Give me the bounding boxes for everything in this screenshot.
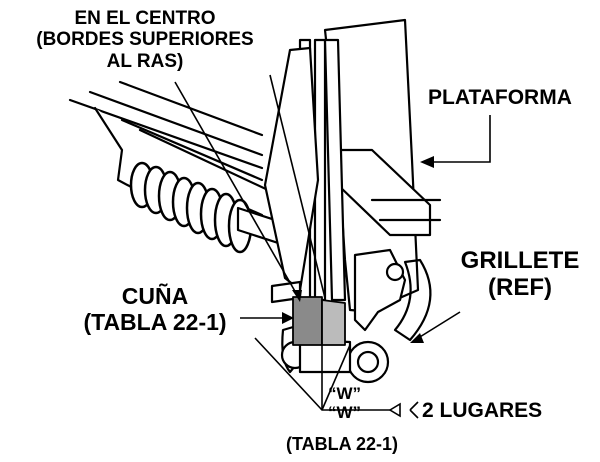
center-leader-line bbox=[174, 81, 301, 301]
platform-edge bbox=[370, 198, 442, 222]
shackle-label-line1: GRILLETE bbox=[460, 247, 580, 274]
shackle-label-line2: (REF) bbox=[488, 273, 552, 301]
center-note-line2: (BORDES SUPERIORES bbox=[36, 29, 254, 51]
w-label-upper: “W” bbox=[328, 384, 362, 403]
platform-arrowhead bbox=[420, 156, 434, 168]
center-arrowhead bbox=[292, 290, 302, 302]
shackle-leader-line bbox=[414, 311, 461, 341]
wedge-label: CUÑA (TABLA 22-1) bbox=[70, 283, 240, 336]
center-note-line3: AL RAS) bbox=[106, 50, 184, 72]
wedge bbox=[292, 296, 323, 346]
shackle-label: GRILLETE (REF) bbox=[450, 247, 590, 302]
places-label: 2 LUGARES bbox=[422, 399, 543, 422]
wedge-label-line1: CUÑA bbox=[121, 283, 189, 309]
shackle-arrowhead bbox=[410, 333, 424, 343]
center-leader-line-2 bbox=[269, 74, 326, 299]
w-dimension-line-2 bbox=[321, 344, 351, 411]
weld-symbol bbox=[388, 401, 419, 419]
w-label-lower: “W” bbox=[328, 403, 362, 422]
platform-leader-line bbox=[425, 115, 491, 163]
wedge-arrowhead bbox=[282, 312, 294, 324]
center-note-line1: EN EL CENTRO bbox=[74, 8, 216, 29]
table-ref-label: (TABLA 22-1) bbox=[286, 434, 398, 454]
shackle-ellipse bbox=[393, 258, 432, 342]
shackle-bolt-upper bbox=[385, 262, 405, 282]
wedge-right bbox=[321, 299, 346, 346]
wedge-label-line2: (TABLA 22-1) bbox=[83, 308, 227, 335]
shackle-roller-right-hub bbox=[356, 350, 380, 374]
center-note: EN EL CENTRO (BORDES SUPERIORES AL RAS) bbox=[0, 8, 290, 72]
platform-label: PLATAFORMA bbox=[428, 86, 572, 109]
